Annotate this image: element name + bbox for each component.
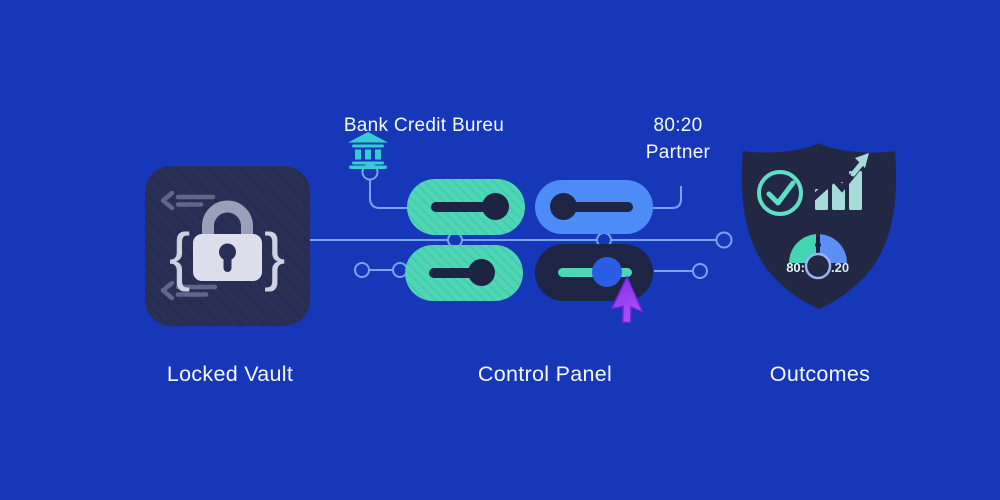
- bank-label: Bank Credit Bureu: [343, 115, 505, 136]
- control-panel-label: Control Panel: [477, 362, 613, 386]
- partner-label-line1: 80:20: [653, 115, 703, 136]
- code-arrow-icon: [160, 190, 216, 211]
- toggle-top-right[interactable]: [535, 180, 653, 234]
- toggle-knob[interactable]: [592, 257, 622, 287]
- lock-icon: [193, 200, 262, 281]
- node-circle: [354, 262, 370, 278]
- outcomes-label: Outcomes: [769, 362, 871, 386]
- toggle-knob[interactable]: [482, 193, 509, 220]
- vault-label: Locked Vault: [166, 362, 294, 386]
- toggle-bottom-right[interactable]: [535, 244, 653, 301]
- toggle-knob[interactable]: [468, 259, 495, 286]
- bar-chart-icon: [808, 153, 869, 210]
- left-brace-glyph: {: [169, 220, 190, 292]
- cursor-icon: [610, 275, 645, 324]
- code-arrow-icon: [160, 280, 218, 301]
- bank-connector-line: [369, 180, 407, 209]
- partner-connector-line: [653, 186, 682, 209]
- bank-icon: [348, 132, 388, 169]
- partner-label-line2: Partner: [645, 142, 711, 163]
- toggle-bottom-left[interactable]: [405, 245, 523, 301]
- right-brace-glyph: }: [264, 220, 285, 292]
- gauge-right-text: .20: [831, 260, 849, 275]
- node-circle: [715, 231, 733, 249]
- check-icon: [757, 170, 803, 216]
- shield-shape: [741, 143, 897, 309]
- toggle-knob[interactable]: [550, 193, 577, 220]
- toggle-track: [431, 202, 505, 212]
- locked-vault-icon: { }: [145, 166, 310, 326]
- gauge-icon: 80: .20: [786, 234, 849, 280]
- toggle-track: [429, 268, 493, 278]
- toggle-top-left[interactable]: [407, 179, 525, 235]
- gauge-left-text: 80:: [786, 260, 805, 275]
- node-circle: [692, 263, 708, 279]
- partner-label: 80:20 Partner: [618, 112, 738, 166]
- shield-icon: 80: .20: [741, 143, 897, 309]
- toggle-track: [563, 202, 633, 212]
